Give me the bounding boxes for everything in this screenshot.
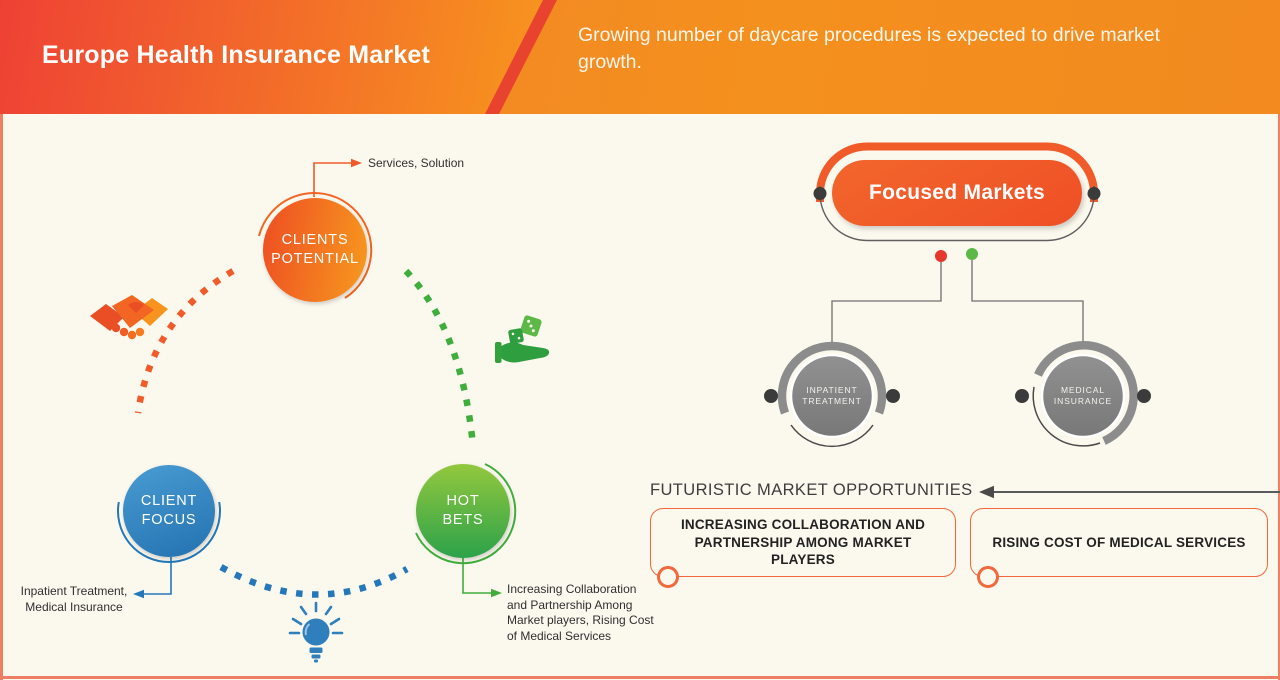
client-focus-label-line2: FOCUS <box>141 512 197 528</box>
clients-potential-node: CLIENTS POTENTIAL <box>263 198 367 302</box>
inpatient-treatment-note-line1: Inpatient Treatment, <box>20 584 128 598</box>
hot-bets-note: Increasing Collaboration and Partnership… <box>507 582 654 643</box>
hand-dice-icon <box>495 315 550 363</box>
focused-markets-title: Focused Markets <box>868 181 1046 204</box>
client-focus-node: CLIENT FOCUS <box>123 465 215 557</box>
frame-left-dot <box>813 187 827 200</box>
opportunities-heading: FUTURISTIC MARKET OPPORTUNITIES <box>650 481 973 499</box>
clients-potential-ring <box>258 192 373 299</box>
opportunity-box-1-ring <box>657 566 679 588</box>
opportunity-box-collaboration: INCREASING COLLABORATION AND PARTNERSHIP… <box>650 508 956 577</box>
clients-potential-label-line2: POTENTIAL <box>271 251 359 267</box>
handshake-icon <box>90 295 168 340</box>
hot-bets-arrow <box>462 558 502 598</box>
client-focus-ring <box>117 501 221 563</box>
dotted-arc-green <box>403 268 477 447</box>
inpatient-arrow <box>133 557 172 599</box>
inpatient-node-graphic <box>764 341 900 448</box>
legend-dot-red <box>935 250 947 262</box>
header-subtitle: Growing number of daycare procedures is … <box>578 24 1161 73</box>
opportunity-box-collaboration-label: INCREASING COLLABORATION AND PARTNERSHIP… <box>680 517 926 568</box>
focused-markets-pill: Focused Markets <box>832 160 1082 226</box>
legend-dot-green <box>966 248 978 260</box>
client-focus-label-line1: CLIENT <box>140 493 198 509</box>
hot-bets-ring <box>415 463 517 565</box>
lightbulb-icon <box>288 601 344 663</box>
inpatient-market-line2: TREATMENT <box>802 396 862 406</box>
hot-bets-label-line2: BETS <box>442 512 484 528</box>
dotted-arc-blue <box>219 564 409 598</box>
services-arrow <box>313 158 362 197</box>
frame-right-dot <box>1087 187 1101 200</box>
medical-market-label: MEDICAL INSURANCE <box>1041 385 1125 407</box>
header-left-panel <box>0 0 543 114</box>
opportunities-arrow <box>979 485 1280 499</box>
opportunity-box-rising-cost-label: RISING COST OF MEDICAL SERVICES <box>992 534 1246 550</box>
services-solution-note: Services, Solution <box>368 156 465 170</box>
opportunity-box-2-ring <box>977 566 999 588</box>
medical-node-graphic <box>1015 341 1151 447</box>
inpatient-market-line1: INPATIENT <box>806 385 858 395</box>
clients-potential-label-line1: CLIENTS <box>281 232 349 248</box>
medical-market-line2: INSURANCE <box>1053 396 1113 406</box>
inpatient-market-label: INPATIENT TREATMENT <box>790 385 874 407</box>
inpatient-treatment-note-line2: Medical Insurance <box>25 599 123 614</box>
hot-bets-label-line1: HOT <box>446 493 480 509</box>
frame-border-right <box>1277 114 1280 680</box>
header-banner: Europe Health Insurance Market Growing n… <box>0 0 1280 114</box>
hot-bets-node: HOT BETS <box>416 464 510 558</box>
page-title: Europe Health Insurance Market <box>42 41 431 69</box>
medical-market-line1: MEDICAL <box>1060 385 1106 395</box>
opportunity-box-rising-cost: RISING COST OF MEDICAL SERVICES <box>970 508 1268 577</box>
focused-markets-frame <box>813 142 1101 242</box>
frame-border-left <box>0 114 3 680</box>
connector-tree <box>831 260 1084 343</box>
frame-border-bottom <box>0 676 1280 679</box>
inpatient-treatment-note: Inpatient Treatment, Medical Insurance <box>16 584 132 615</box>
dotted-arc-orange <box>134 268 235 414</box>
